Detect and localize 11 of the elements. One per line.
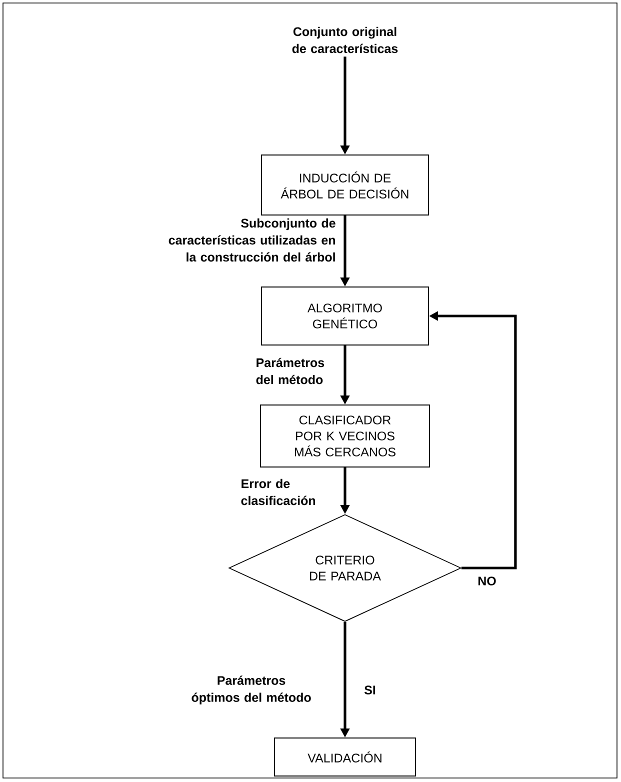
process-box: CLASIFICADOR POR K VECINOS MÁS CERCANOS <box>260 404 430 468</box>
annotation-text: Error de clasificación <box>241 478 316 506</box>
edge-label: NO <box>476 576 498 586</box>
annotation-text: Subconjunto de características utilizadas en la construcción del árbol <box>168 218 336 262</box>
annotation-text: Parámetros del método <box>256 358 324 384</box>
input-label: Conjunto original de características <box>292 26 398 54</box>
edge-label: SI <box>363 684 377 696</box>
annotation-text: Parámetros óptimos del método <box>192 676 311 704</box>
process-box: INDUCCIÓN DE ÁRBOL DE DECISIÓN <box>261 154 429 216</box>
process-box: ALGORITMO GENÉTICO <box>261 286 429 346</box>
process-box: VALIDACIÓN <box>274 738 416 776</box>
